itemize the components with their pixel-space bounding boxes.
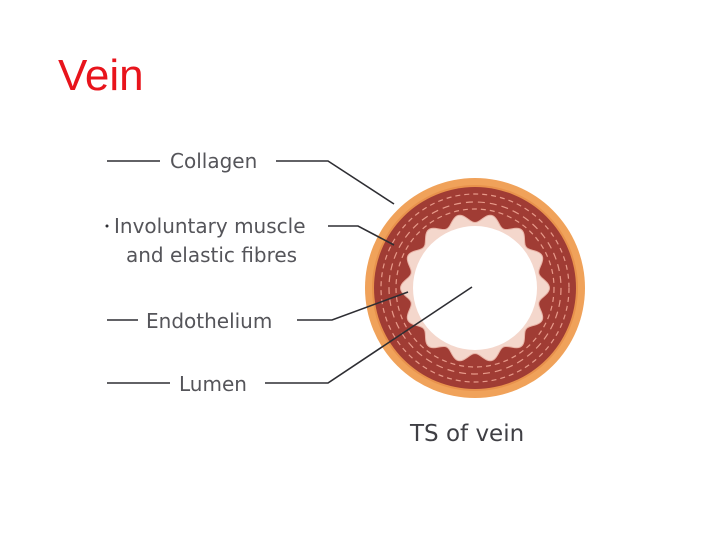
muscle-leader-line [328, 225, 395, 246]
label-collagen: Collagen [170, 149, 257, 173]
label-muscle-line2: and elastic fibres [126, 243, 297, 267]
label-muscle-line1: Involuntary muscle [114, 214, 306, 238]
lumen-leader-line [265, 286, 473, 384]
muscle-label-dot [105, 224, 109, 228]
endothelium-leader-line [297, 291, 409, 321]
vein-cross-section [365, 178, 585, 398]
label-lumen: Lumen [179, 372, 247, 396]
diagram-labels: Collagen Involuntary muscle and elastic … [105, 149, 524, 447]
lumen [413, 226, 537, 350]
label-endothelium: Endothelium [146, 309, 272, 333]
collagen-leader-line [276, 160, 395, 205]
elastic-fibres [380, 193, 570, 383]
diagram-caption: TS of vein [409, 421, 524, 447]
slide-title: Vein [58, 51, 144, 100]
